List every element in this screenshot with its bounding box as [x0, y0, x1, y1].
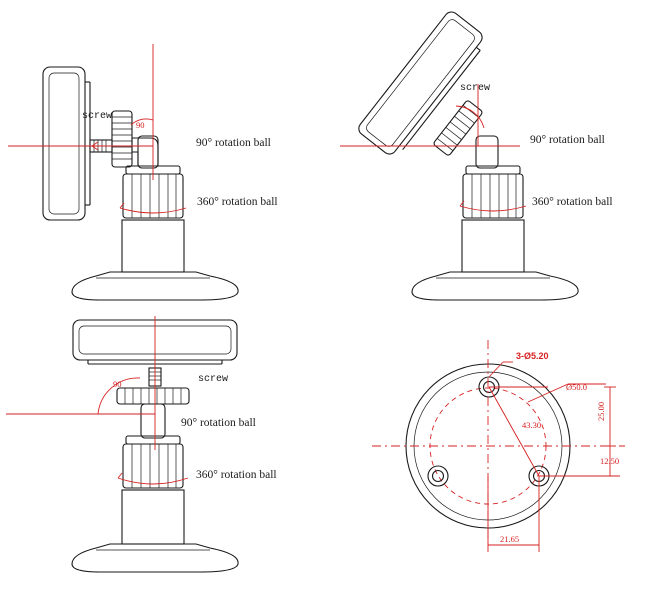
- view-side-tilted: [340, 11, 579, 301]
- view-front: [6, 316, 239, 573]
- screw-label-3: screw: [198, 374, 228, 385]
- hole-spec-label: 3-Ø5.20: [516, 351, 549, 361]
- screw-label-2: screw: [460, 83, 490, 94]
- horizontal-21-label: 21.65: [500, 534, 519, 544]
- view-side-left: [8, 44, 239, 301]
- diameter-50-label: Ø50.0: [566, 382, 587, 392]
- radius-43-label: 43.30: [522, 420, 541, 430]
- vertical-25-label: 25.00: [596, 402, 606, 421]
- rotation-90-label-3: 90° rotation ball: [181, 417, 256, 429]
- angle-90-label-1: 90: [136, 120, 145, 130]
- rotation-360-label-2: 360° rotation ball: [532, 196, 613, 208]
- rotation-90-label-1: 90° rotation ball: [196, 137, 271, 149]
- rotation-360-label-1: 360° rotation ball: [197, 196, 278, 208]
- view-base-plan: [372, 340, 625, 552]
- screw-label-1: screw: [82, 111, 112, 122]
- vertical-12-label: 12.50: [600, 456, 619, 466]
- angle-90-label-3: 90: [113, 379, 122, 389]
- rotation-90-label-2: 90° rotation ball: [530, 134, 605, 146]
- rotation-360-label-3: 360° rotation ball: [196, 469, 277, 481]
